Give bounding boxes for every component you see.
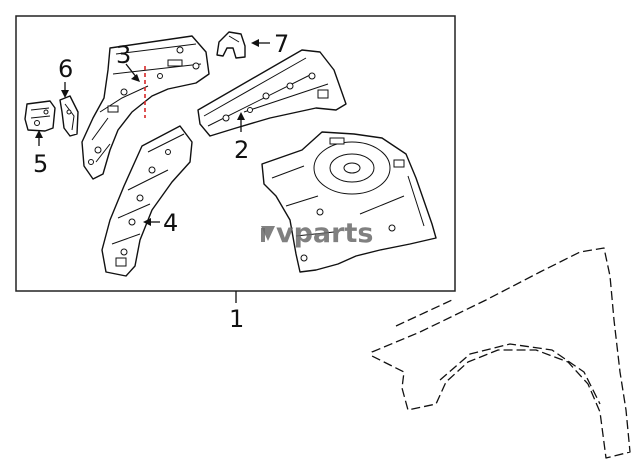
part-5-bracket — [24, 100, 56, 132]
part-4-lower-apron — [101, 125, 193, 277]
wheelhouse-assembly — [261, 131, 437, 273]
callout-2: 2 — [234, 136, 249, 164]
watermark-logo: vparts — [261, 218, 373, 249]
part-2-upper-rail — [197, 49, 347, 137]
part-3-apron-reinforcement — [81, 35, 210, 180]
leader-lines — [35, 39, 270, 303]
callout-4: 4 — [163, 209, 178, 237]
part-7-clip — [216, 31, 246, 59]
fender-reference-outline — [371, 247, 631, 459]
callout-5: 5 — [33, 150, 48, 178]
part-6-gusset — [59, 95, 79, 137]
callout-3: 3 — [116, 41, 131, 69]
callout-6: 6 — [58, 55, 73, 83]
watermark-text: vparts — [276, 218, 373, 249]
callout-7: 7 — [274, 30, 289, 58]
callout-1: 1 — [229, 305, 244, 333]
